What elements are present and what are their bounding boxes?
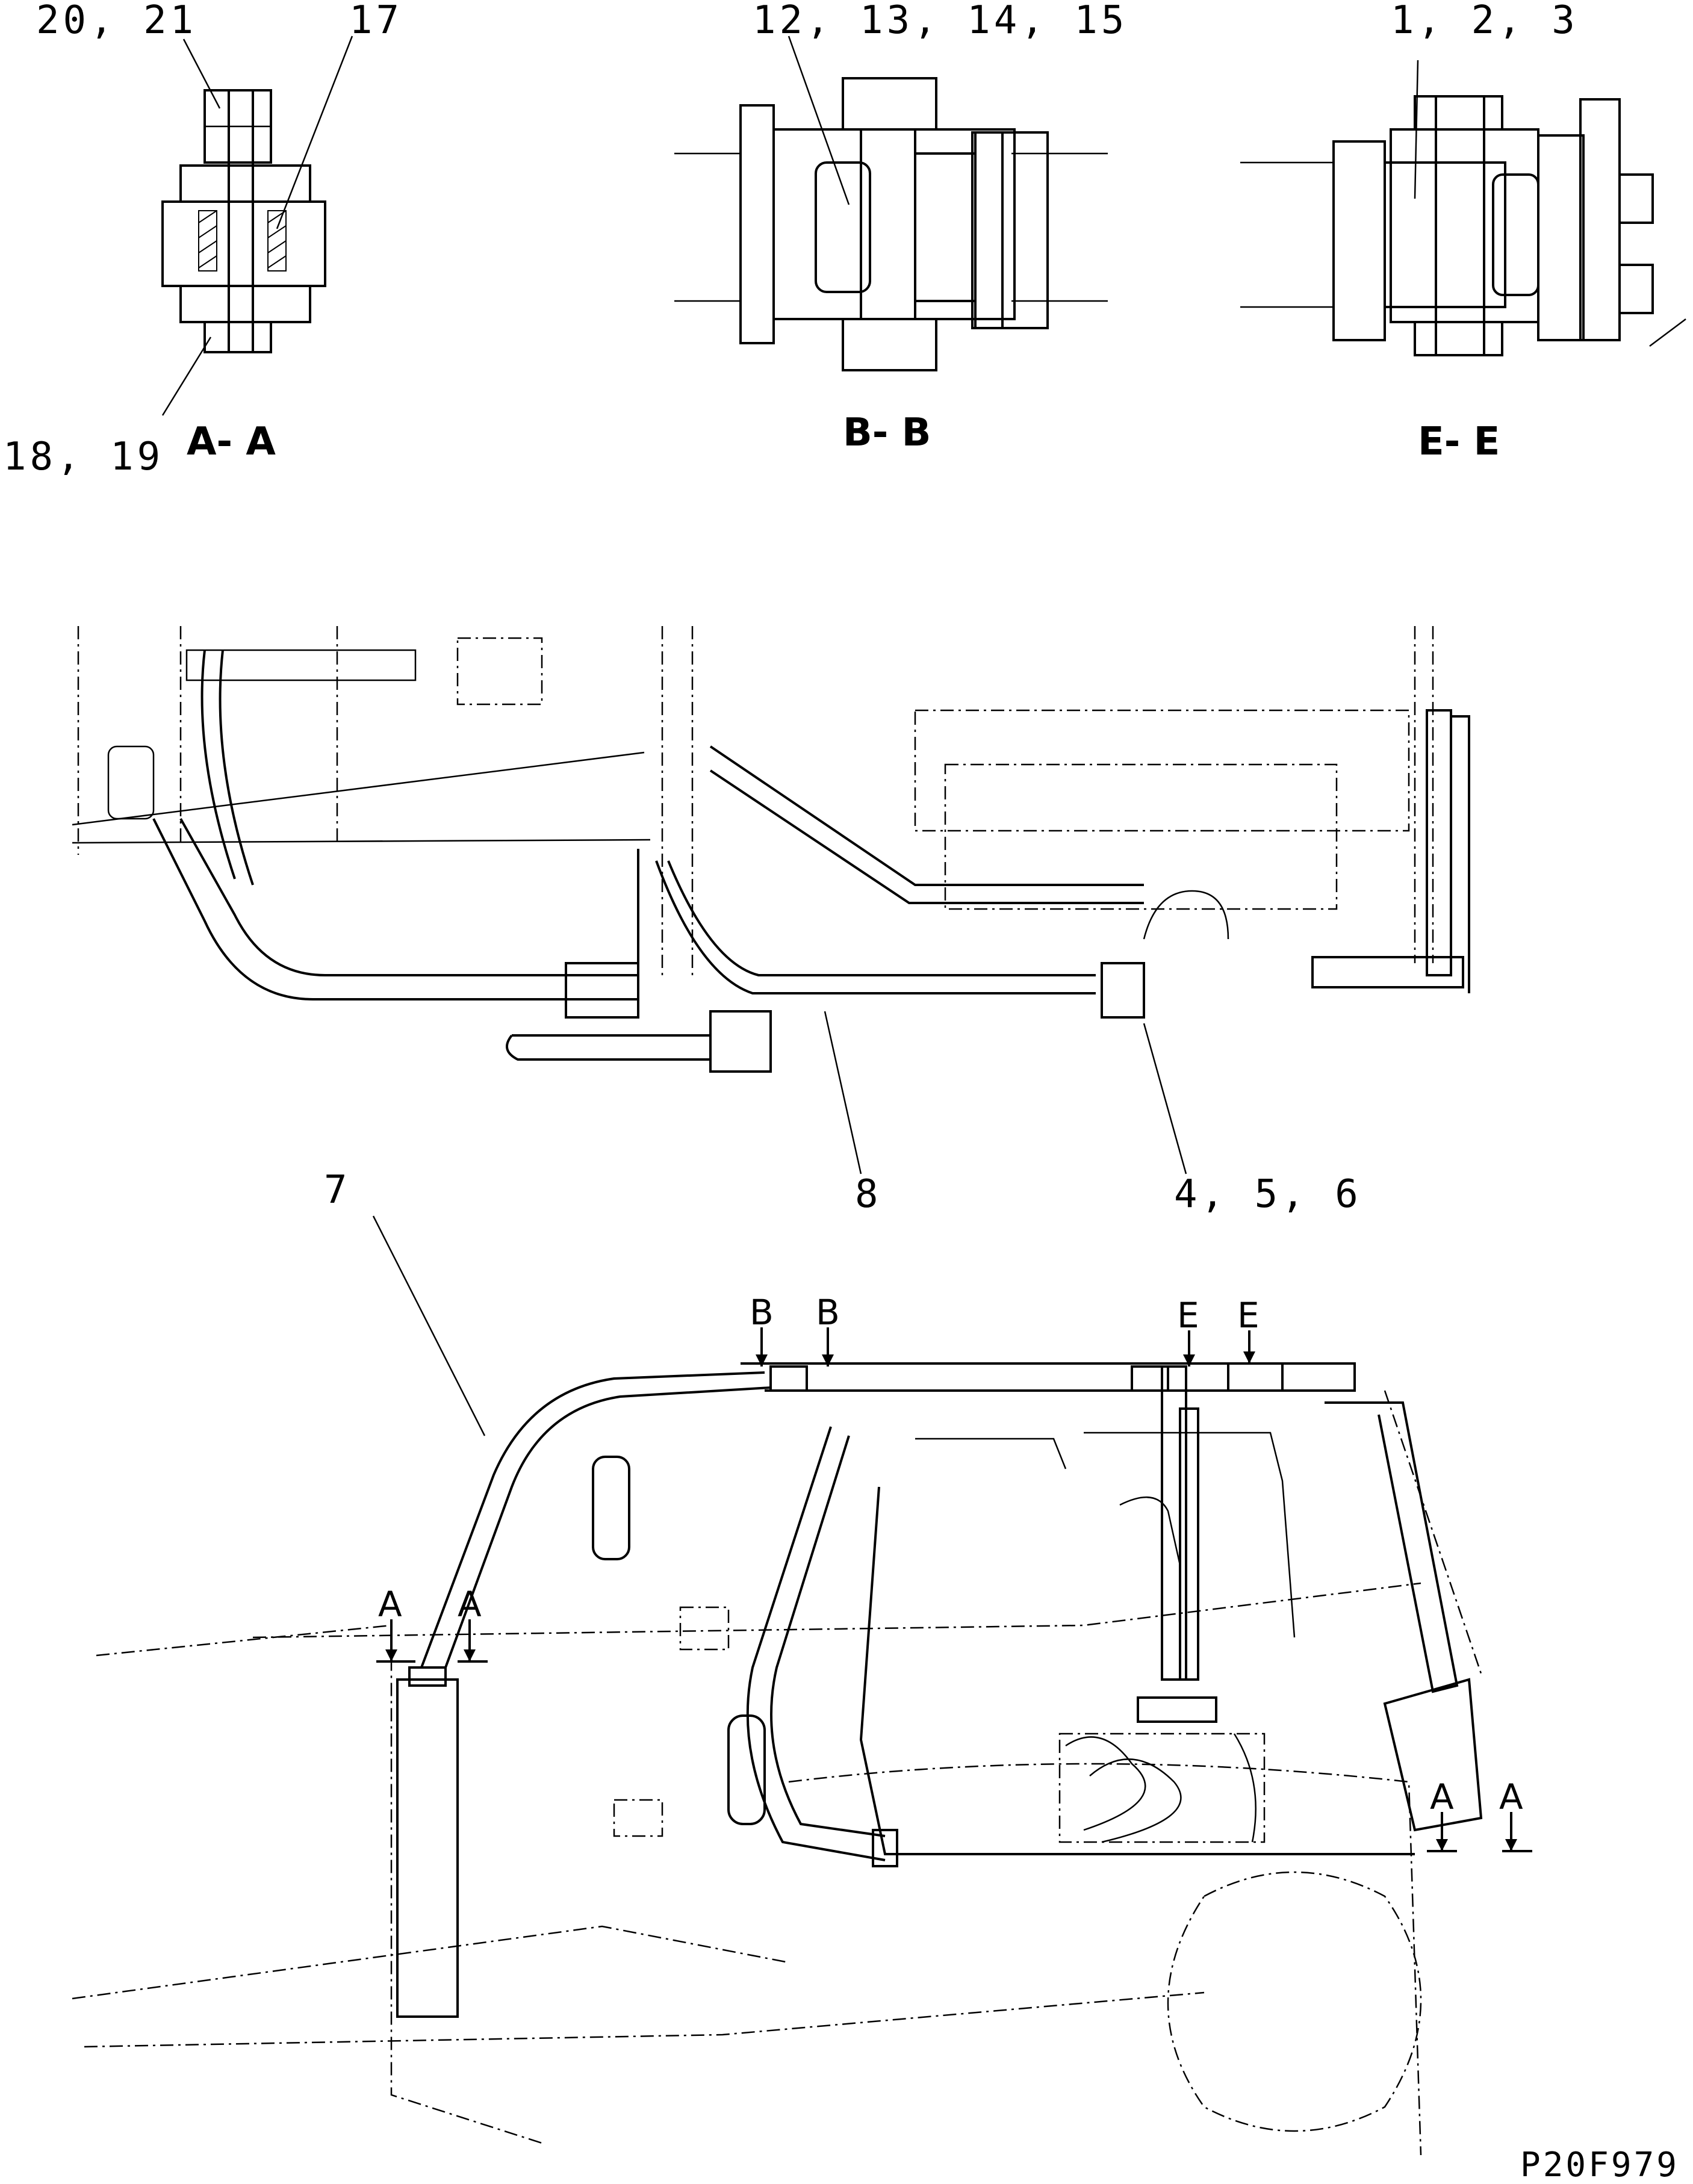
callout-17: 17 [349,0,403,43]
side-view-assembly [72,1215,1483,2156]
section-aa-detail [161,36,353,416]
callout-1-2-3: 1, 2, 3 [1391,0,1579,43]
marker-b-1: B [750,1292,774,1333]
callout-7: 7 [324,1168,351,1212]
section-bb-detail [674,36,1108,371]
marker-e-2: E [1237,1295,1260,1336]
section-aa-title: A- A [187,420,276,464]
callout-12-13-14-15: 12, 13, 14, 15 [753,0,1128,43]
marker-e-1: E [1177,1295,1199,1336]
marker-b-2: B [816,1292,840,1333]
marker-a-right-2: A [1499,1776,1523,1817]
section-ee-title: E- E [1418,420,1500,464]
marker-a-left-2: A [458,1584,482,1625]
callout-4-5-6: 4, 5, 6 [1174,1172,1362,1217]
section-markers [376,1327,1532,1852]
marker-a-right-1: A [1430,1776,1454,1817]
callout-20-21: 20, 21 [36,0,197,43]
section-bb-title: B- B [843,411,931,455]
section-ee-detail [1240,60,1686,356]
top-view-assembly [72,626,1470,1174]
callout-8: 8 [855,1172,882,1217]
marker-a-left-1: A [378,1584,402,1625]
callout-18-19: 18, 19 [3,435,164,479]
drawing-code: P20F979 [1520,2145,1679,2184]
